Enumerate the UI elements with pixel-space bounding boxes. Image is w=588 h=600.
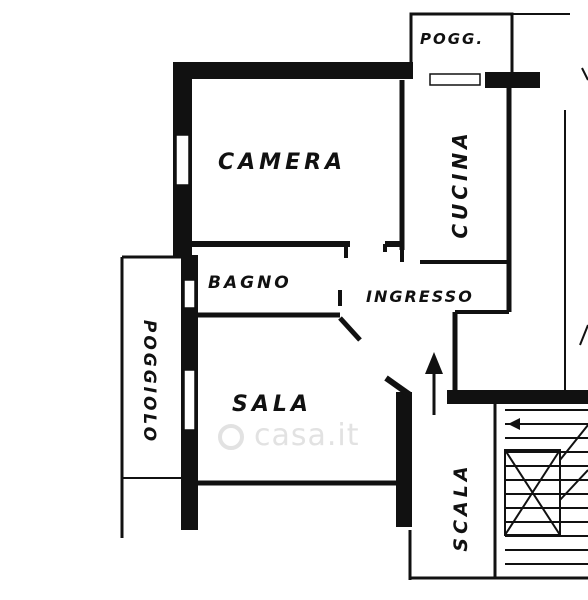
watermark-text: casa.it	[254, 418, 360, 453]
window-camera	[175, 134, 190, 186]
balcony-top	[409, 12, 514, 72]
room-label-scala: SCALA	[450, 462, 472, 552]
room-label-ingresso: INGRESSO	[366, 287, 474, 306]
wall-top	[173, 62, 413, 79]
room-label-pogg: POGG.	[420, 30, 485, 48]
arrows	[425, 352, 520, 430]
watermark-logo-icon	[218, 424, 244, 450]
room-label-cucina: CUCINA	[448, 129, 472, 239]
arrow-left-icon	[508, 418, 520, 430]
arrow-up-icon	[425, 352, 443, 374]
thin-walls	[120, 12, 588, 580]
room-label-bagno: BAGNO	[208, 273, 292, 293]
wall-top-right	[485, 72, 540, 88]
room-label-poggiolo: POGGIOLO	[139, 319, 159, 445]
wall-stair-top	[447, 390, 588, 404]
window-bagno	[183, 279, 196, 309]
windows	[175, 73, 481, 431]
window-cucina	[429, 73, 481, 86]
window-sala	[183, 369, 196, 431]
room-label-sala: SALA	[232, 392, 312, 417]
wall-sala-right	[396, 392, 412, 527]
room-label-camera: CAMERA	[218, 150, 347, 175]
